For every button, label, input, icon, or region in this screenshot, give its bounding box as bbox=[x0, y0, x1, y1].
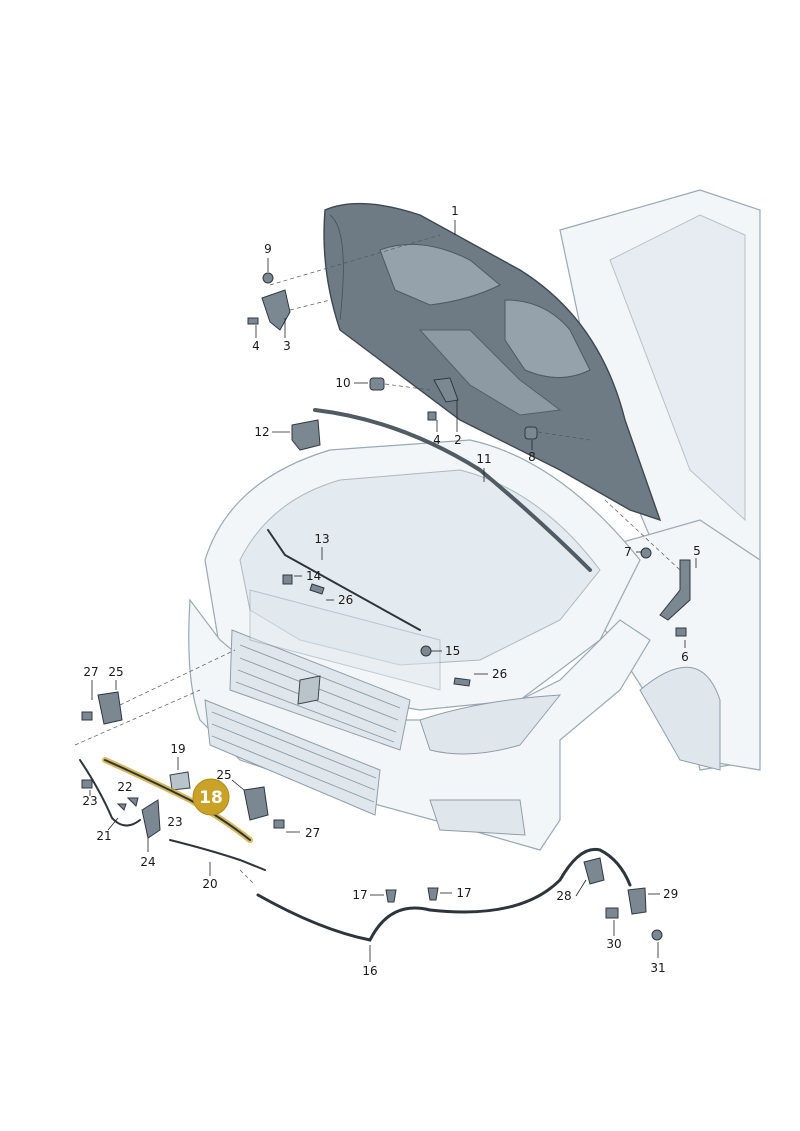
part-label-17b: 17 bbox=[456, 886, 471, 900]
part-label-7: 7 bbox=[624, 545, 632, 559]
leader-lines bbox=[89, 220, 697, 962]
part-label-19: 19 bbox=[170, 742, 185, 756]
part-label-3: 3 bbox=[283, 339, 291, 353]
part-label-4b: 4 bbox=[433, 433, 441, 447]
part-label-14: 14 bbox=[306, 569, 321, 583]
part-label-26a: 26 bbox=[338, 593, 353, 607]
part-label-21: 21 bbox=[96, 829, 111, 843]
part-label-9: 9 bbox=[264, 242, 272, 256]
part-label-17a: 17 bbox=[352, 888, 367, 902]
part-label-23b: 23 bbox=[167, 815, 182, 829]
part-label-27b: 27 bbox=[305, 826, 320, 840]
part-label-5: 5 bbox=[693, 544, 701, 558]
part-label-15: 15 bbox=[445, 644, 460, 658]
part-label-11: 11 bbox=[476, 452, 491, 466]
components bbox=[79, 272, 691, 942]
part-label-25a: 25 bbox=[108, 665, 123, 679]
part-label-1: 1 bbox=[451, 204, 459, 218]
part-labels: 1 2 3 4 4 5 6 7 8 9 10 11 12 13 14 15 16… bbox=[82, 204, 700, 978]
hood-panel bbox=[323, 202, 662, 522]
part-label-26b: 26 bbox=[492, 667, 507, 681]
highlight-badge-18[interactable]: 18 bbox=[192, 778, 230, 816]
part-label-10: 10 bbox=[335, 376, 350, 390]
part-label-6: 6 bbox=[681, 650, 689, 664]
part-label-22: 22 bbox=[117, 780, 132, 794]
part-label-29: 29 bbox=[663, 887, 678, 901]
alignment-lines bbox=[74, 234, 681, 886]
part-label-27a: 27 bbox=[83, 665, 98, 679]
part-label-16: 16 bbox=[362, 964, 377, 978]
part-label-31: 31 bbox=[650, 961, 665, 975]
part-label-20: 20 bbox=[202, 877, 217, 891]
car-body bbox=[188, 189, 761, 851]
part-label-13: 13 bbox=[314, 532, 329, 546]
part-label-4a: 4 bbox=[252, 339, 260, 353]
part-label-30: 30 bbox=[606, 937, 621, 951]
part-label-25b: 25 bbox=[216, 768, 231, 782]
part-label-8: 8 bbox=[528, 450, 536, 464]
highlight-label: 18 bbox=[199, 788, 223, 808]
part-label-28: 28 bbox=[556, 889, 571, 903]
part-label-2: 2 bbox=[454, 433, 462, 447]
part-label-23a: 23 bbox=[82, 794, 97, 808]
part-label-24: 24 bbox=[140, 855, 155, 869]
part-label-12: 12 bbox=[254, 425, 269, 439]
